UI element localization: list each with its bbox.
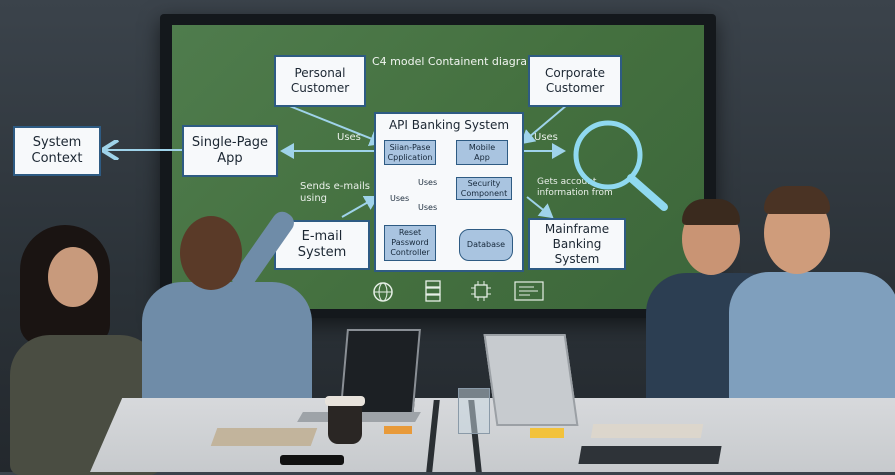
arrow-corporate-uses	[520, 104, 568, 145]
chip-icon	[471, 281, 491, 301]
server-icon	[425, 280, 441, 302]
api-banking-system-title: API Banking System	[388, 118, 510, 132]
database-inner: Database	[459, 229, 513, 261]
diagram-title: C4 model Containent diagram	[372, 55, 538, 68]
code-icon	[514, 281, 544, 301]
reset-password-controller-inner: Reset Password Controller	[384, 225, 436, 261]
phone	[280, 455, 344, 465]
arrow-mainframe	[526, 196, 554, 219]
sticky-notes	[530, 428, 564, 438]
gets-account-info-label: Gets account information from	[537, 177, 613, 198]
uses-inner-label-2: Uses	[390, 194, 410, 203]
uses-inner-label-1: Uses	[418, 178, 438, 187]
uses-label-left: Uses	[337, 132, 361, 143]
single-page-app-box: Single-Page App	[182, 125, 278, 177]
email-system-box: E-mail System	[274, 220, 370, 270]
notebook	[578, 446, 722, 464]
system-context-card: System Context	[13, 126, 101, 176]
uses-label-right: Uses	[534, 132, 558, 143]
corporate-customer-box: Corporate Customer	[528, 55, 622, 107]
personal-customer-box: Personal Customer	[274, 55, 366, 107]
sends-emails-label: Sends e-mails using	[300, 181, 370, 204]
sticky-notes	[384, 426, 412, 434]
globe-icon	[373, 282, 393, 302]
notebook	[590, 424, 704, 438]
mobile-app-inner: Mobile App	[456, 140, 508, 165]
laptop-right	[483, 334, 579, 426]
security-component-inner: Security Component	[456, 177, 512, 200]
notebook	[210, 428, 318, 446]
coffee-cup-lid	[325, 396, 365, 406]
conference-table	[90, 398, 895, 472]
context-arrow	[100, 140, 182, 160]
arrow-email	[341, 196, 379, 218]
pen-holder	[458, 388, 490, 434]
mainframe-banking-system-box: Mainframe Banking System	[528, 218, 626, 270]
uses-inner-label-3: Uses	[418, 203, 438, 212]
magnifier-icon	[573, 120, 668, 211]
arrow-personal-uses	[286, 104, 384, 146]
single-page-application-inner: Siian-Pase Cpplication	[384, 140, 436, 165]
